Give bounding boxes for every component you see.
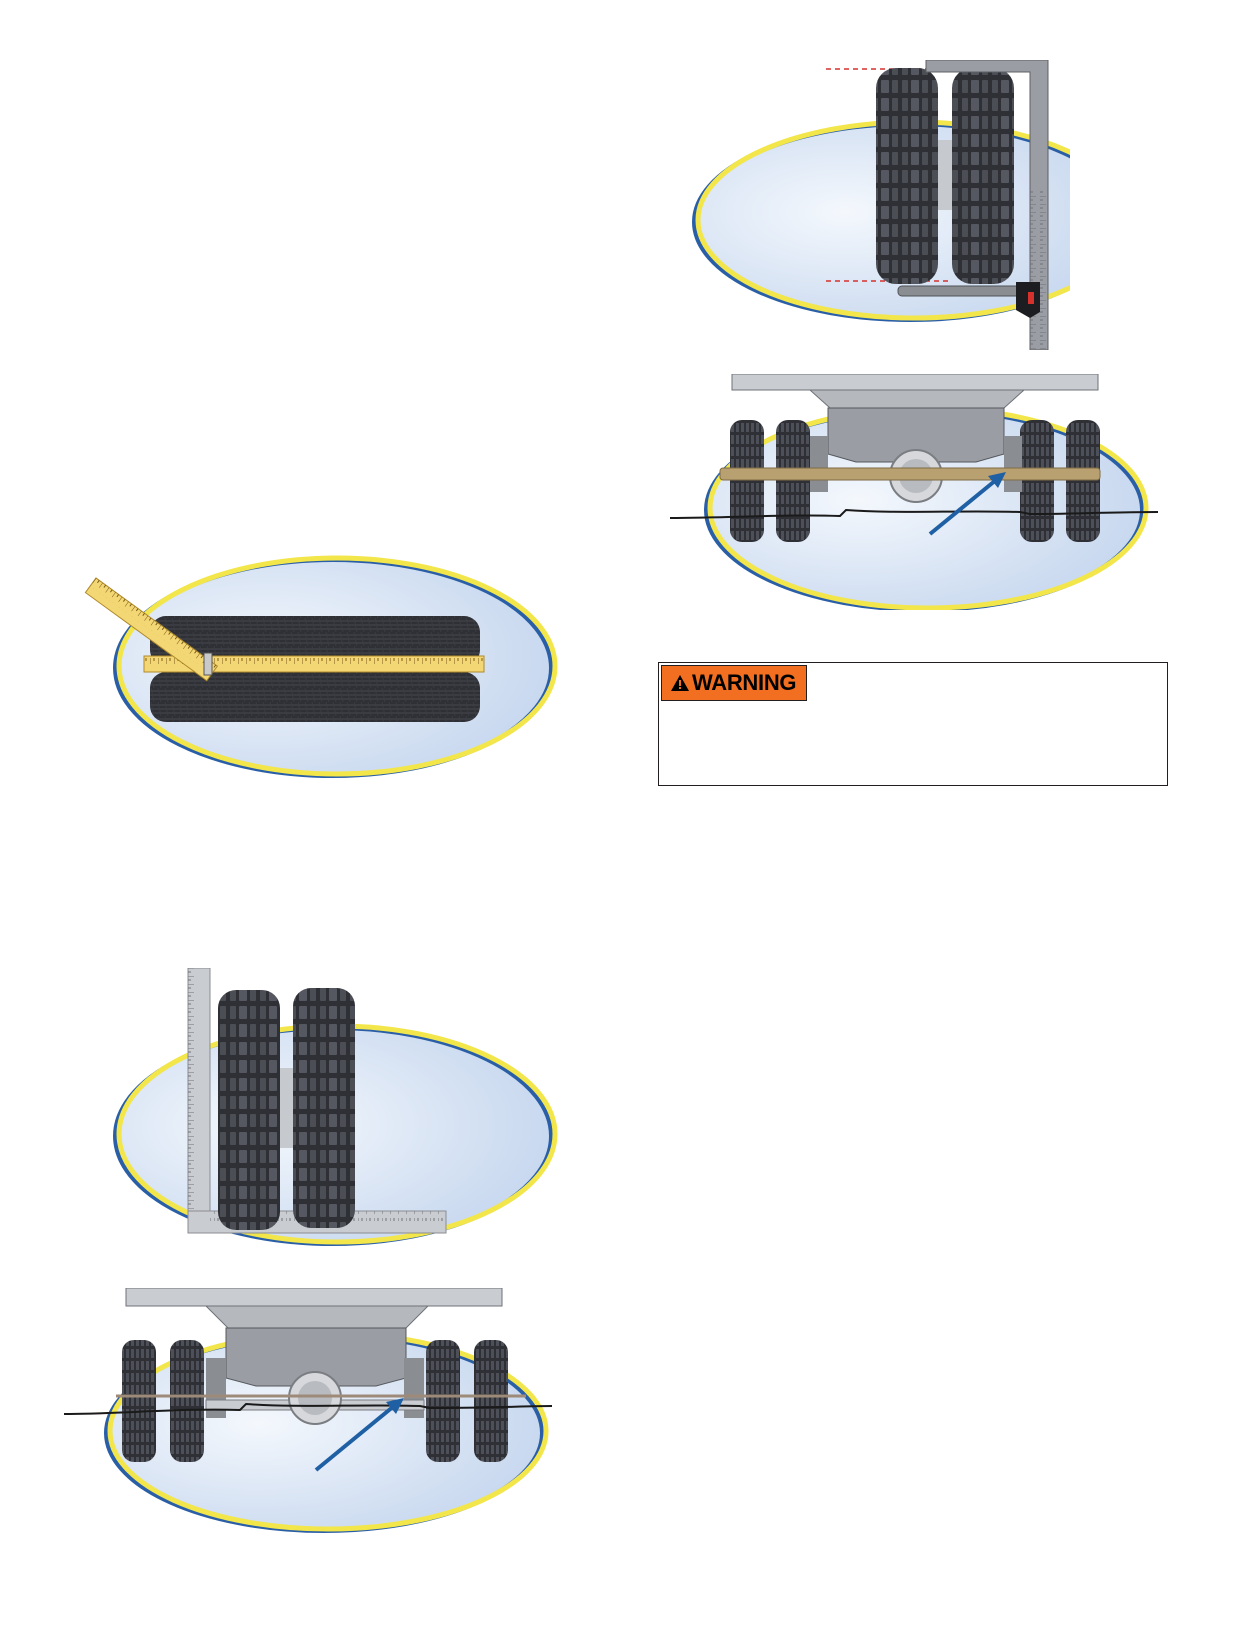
- tape-measure-icon: [84, 577, 485, 682]
- wood-beam-icon: [719, 467, 1101, 481]
- dual-wheel-icon: [730, 420, 1100, 542]
- trailer-frame-icon: [731, 374, 1099, 463]
- warning-label: WARNING: [661, 665, 807, 701]
- warning-label-text: WARNING: [692, 670, 797, 695]
- tread-depth-figure: [78, 548, 558, 788]
- dual-wheel-icon: [122, 1340, 508, 1462]
- dual-tire-icon: [218, 988, 355, 1230]
- trailer-frame-icon: [125, 1288, 503, 1387]
- dual-tire-gauge-figure: [690, 60, 1070, 350]
- axle-wood-beam-figure: [670, 374, 1170, 610]
- pointer-arrow-icon: [314, 1398, 404, 1472]
- dual-tire-square-figure: [78, 968, 558, 1258]
- warning-triangle-icon: [671, 675, 689, 691]
- axle-straightedge-figure: [60, 1288, 580, 1538]
- tire-gauge-icon: [897, 60, 1049, 350]
- warning-box: WARNING: [658, 662, 1168, 786]
- pointer-arrow-icon: [928, 472, 1006, 536]
- dual-tire-icon: [876, 68, 1014, 284]
